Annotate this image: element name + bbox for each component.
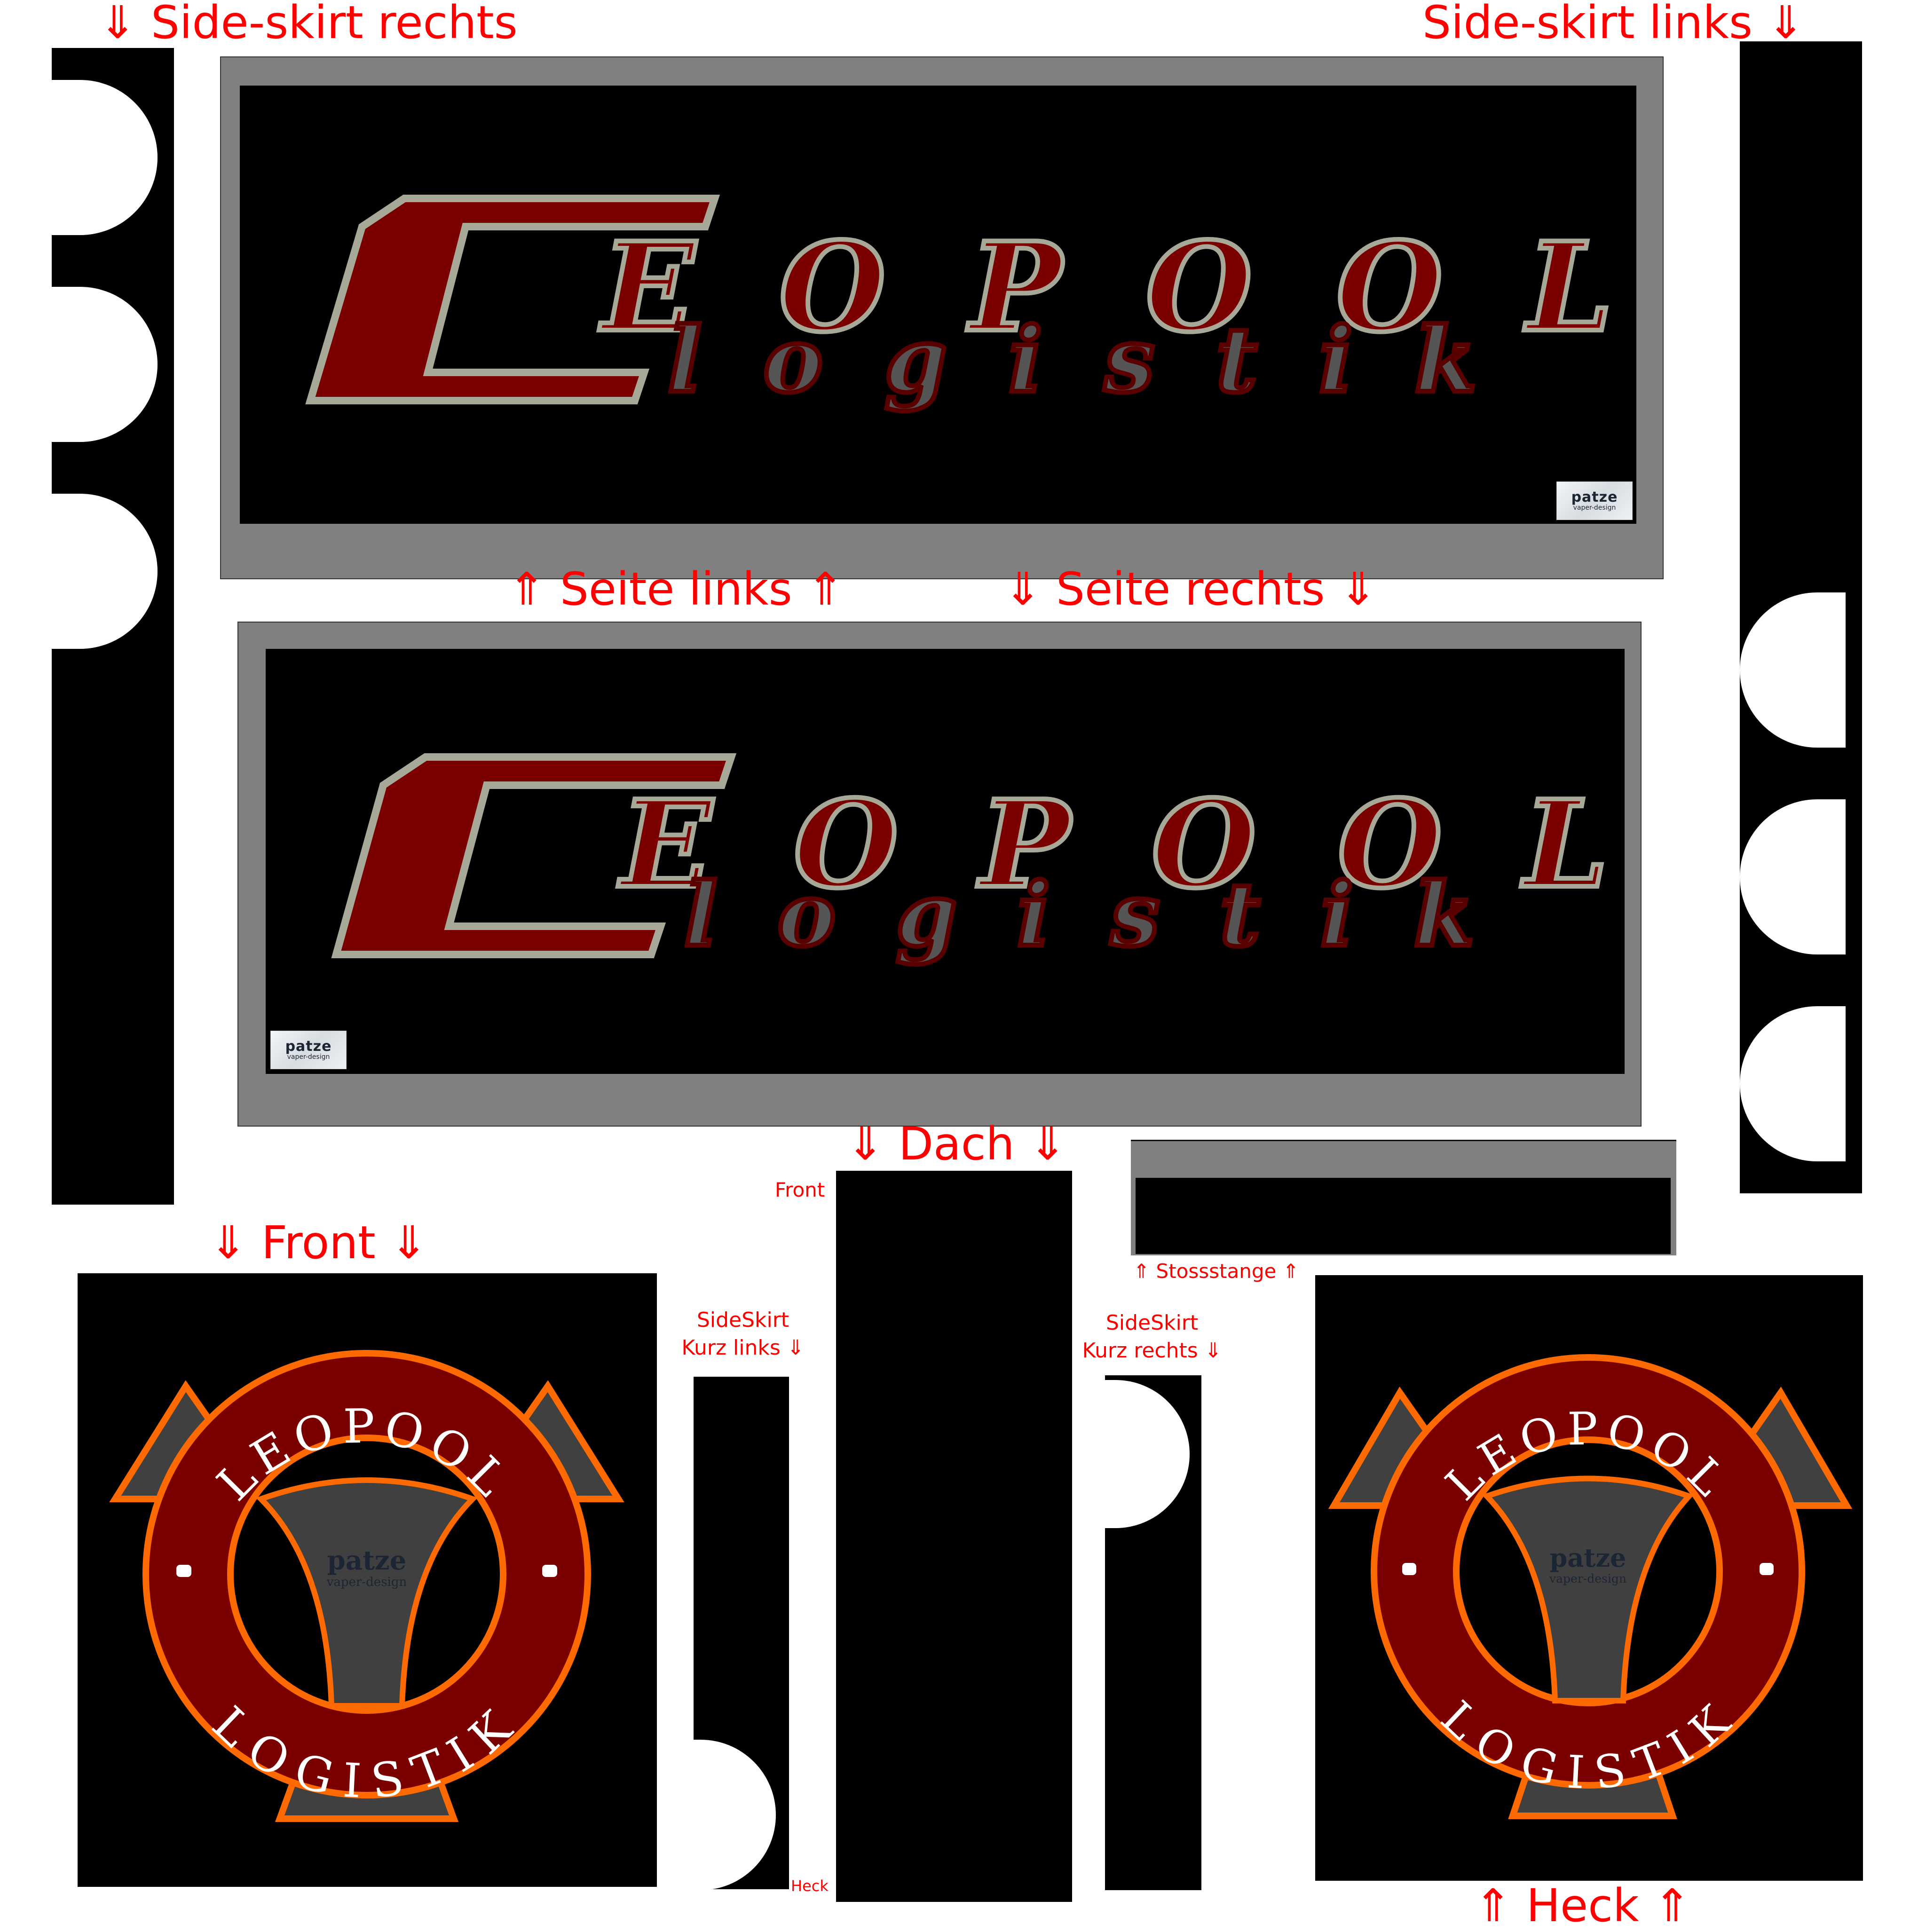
logo-initial-l bbox=[305, 195, 720, 404]
label-sideskirt-kurz-rechts: SideSkirt Kurz rechts ⇓ bbox=[1081, 1309, 1223, 1365]
dach-panel bbox=[836, 1171, 1072, 1902]
label-line: Kurz rechts ⇓ bbox=[1082, 1339, 1222, 1363]
emblem-dot-left bbox=[176, 1565, 191, 1577]
label-seite-rechts: ⇓ Seite rechts ⇓ bbox=[1004, 563, 1377, 615]
emblem-dot-left bbox=[1402, 1563, 1416, 1575]
seite-links-panel: EOPOOL logistik patze vaper-design bbox=[266, 649, 1625, 1074]
emblem-dot-right bbox=[542, 1565, 557, 1577]
label-line: Kurz links ⇓ bbox=[681, 1336, 805, 1360]
label-side-skirt-links: Side-skirt links ⇓ bbox=[1422, 0, 1805, 49]
leopool-logo-middle: EOPOOL logistik bbox=[331, 753, 1610, 968]
stossstange-panel bbox=[1136, 1178, 1671, 1254]
seite-rechts-panel: EOPOOL logistik patze vaper-design bbox=[240, 86, 1636, 524]
sponsor-name: patze bbox=[285, 1038, 332, 1055]
logo-initial-l bbox=[331, 753, 737, 958]
label-seite-links: ⇑ Seite links ⇑ bbox=[508, 563, 845, 615]
label-line: SideSkirt bbox=[696, 1308, 789, 1332]
label-dach: ⇓ Dach ⇓ bbox=[846, 1118, 1067, 1170]
label-front: ⇓ Front ⇓ bbox=[209, 1216, 428, 1269]
steering-wheel-spokes bbox=[1482, 1475, 1694, 1703]
seite-rechts-frame: EOPOOL logistik patze vaper-design bbox=[220, 56, 1664, 579]
sponsor-name: patze bbox=[1571, 489, 1618, 505]
heck-panel: patze vaper-design LEOPOOL LOGISTIK bbox=[1315, 1275, 1863, 1881]
emblem-dot-right bbox=[1760, 1563, 1774, 1575]
label-dach-front: Front bbox=[775, 1178, 825, 1201]
stossstange-frame bbox=[1131, 1140, 1676, 1255]
steering-wheel-spokes bbox=[256, 1477, 478, 1709]
emblem-sponsor-name: patze bbox=[1550, 1543, 1626, 1573]
sponsor-badge: patze vaper-design bbox=[1556, 481, 1633, 520]
sponsor-tagline: vaper-design bbox=[1573, 504, 1616, 512]
front-panel: patze vaper-design LEOPOOL LOGISTIK bbox=[78, 1273, 657, 1887]
leopool-emblem-heck: patze vaper-design LEOPOOL LOGISTIK bbox=[1328, 1354, 1853, 1819]
sponsor-tagline: vaper-design bbox=[287, 1053, 330, 1061]
sponsor-badge: patze vaper-design bbox=[270, 1031, 347, 1069]
label-stossstange: ⇑ Stossstange ⇑ bbox=[1133, 1260, 1299, 1283]
label-sideskirt-kurz-links: SideSkirt Kurz links ⇓ bbox=[677, 1306, 809, 1362]
leopool-emblem-front: patze vaper-design LEOPOOL LOGISTIK bbox=[109, 1350, 624, 1822]
leopool-logo-top: EOPOOL logistik bbox=[305, 195, 1615, 415]
emblem-sponsor-name: patze bbox=[327, 1545, 407, 1576]
label-side-skirt-rechts: ⇓ Side-skirt rechts bbox=[99, 0, 518, 49]
seite-links-frame: EOPOOL logistik patze vaper-design bbox=[237, 622, 1642, 1127]
label-dach-heck: Heck bbox=[791, 1877, 829, 1895]
label-line: SideSkirt bbox=[1105, 1311, 1199, 1335]
label-heck: ⇑ Heck ⇑ bbox=[1474, 1879, 1691, 1932]
emblem-sponsor-tagline: vaper-design bbox=[1549, 1572, 1626, 1585]
emblem-sponsor-tagline: vaper-design bbox=[326, 1575, 407, 1589]
